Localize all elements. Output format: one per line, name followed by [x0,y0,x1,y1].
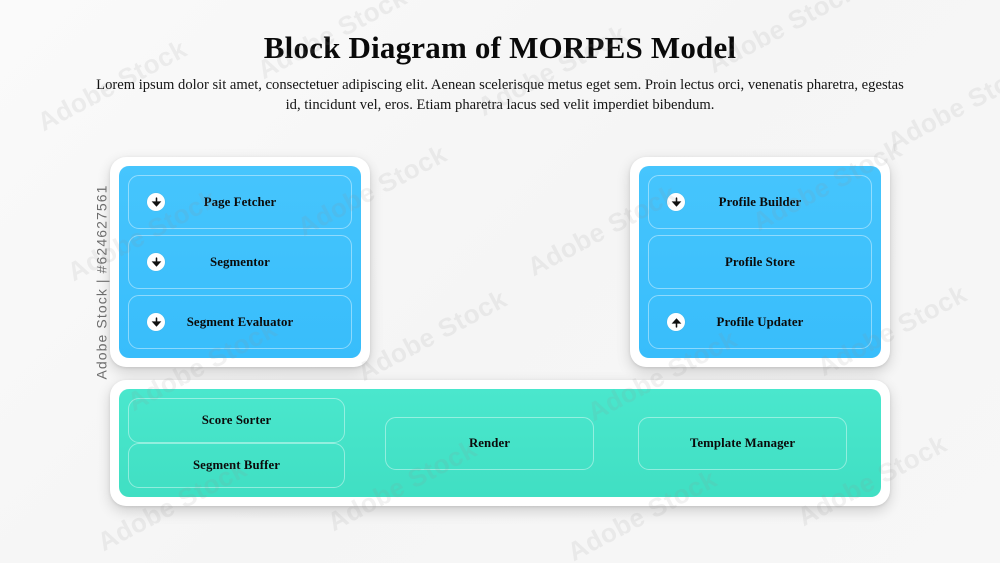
block-label: Segment Evaluator [186,314,294,329]
block-label: Template Manager [689,435,796,450]
block-label: Render [468,435,511,450]
arrow-up-circle-icon [667,313,685,331]
block-render[interactable]: Render [385,416,594,470]
block-profile-store[interactable]: Profile Store [648,235,872,289]
page-title: Block Diagram of MORPES Model [263,30,737,65]
block-label: Profile Builder [718,194,802,209]
profile-panel[interactable]: Profile Builder Profile Store Profile Up… [630,157,890,367]
block-template-manager[interactable]: Template Manager [638,416,847,470]
block-label: Score Sorter [201,413,272,427]
block-label: Page Fetcher [203,194,277,209]
panel-surface: Profile Builder Profile Store Profile Up… [639,166,881,358]
block-label: Segment Buffer [192,458,281,472]
block-profile-builder[interactable]: Profile Builder [648,175,872,229]
stock-watermark-label: Adobe Stock | #624627561 [93,183,110,380]
block-score-sorter[interactable]: Score Sorter [128,398,345,443]
render-panel-stacked-column: Score Sorter Segment Buffer [128,398,345,488]
watermark-tile: Adobe Stock [352,283,512,387]
block-label: Profile Store [724,254,796,269]
block-segment-buffer[interactable]: Segment Buffer [128,443,345,488]
panel-surface: Score Sorter Segment Buffer Render Templ… [119,389,881,497]
panel-block-list: Profile Builder Profile Store Profile Up… [639,166,881,358]
block-label: Segmentor [210,254,270,269]
render-panel[interactable]: Score Sorter Segment Buffer Render Templ… [110,380,890,506]
arrow-down-circle-icon [667,193,685,211]
panel-block-list: Page Fetcher Segmentor [119,166,361,358]
block-label: Profile Updater [716,314,804,329]
page-subtitle: Lorem ipsum dolor sit amet, consectetuer… [96,76,904,114]
panel-surface: Page Fetcher Segmentor [119,166,361,358]
render-panel-wide-column: Render Template Manager [345,398,872,488]
arrow-down-circle-icon [147,193,165,211]
block-page-fetcher[interactable]: Page Fetcher [128,175,352,229]
panel-block-list: Score Sorter Segment Buffer Render Templ… [119,389,881,497]
diagram-header: Block Diagram of MORPES Model Lorem ipsu… [0,30,1000,116]
block-segment-evaluator[interactable]: Segment Evaluator [128,295,352,349]
block-profile-updater[interactable]: Profile Updater [648,295,872,349]
arrow-down-circle-icon [147,253,165,271]
block-segmentor[interactable]: Segmentor [128,235,352,289]
fetch-segment-panel[interactable]: Page Fetcher Segmentor [110,157,370,367]
arrow-down-circle-icon [147,313,165,331]
